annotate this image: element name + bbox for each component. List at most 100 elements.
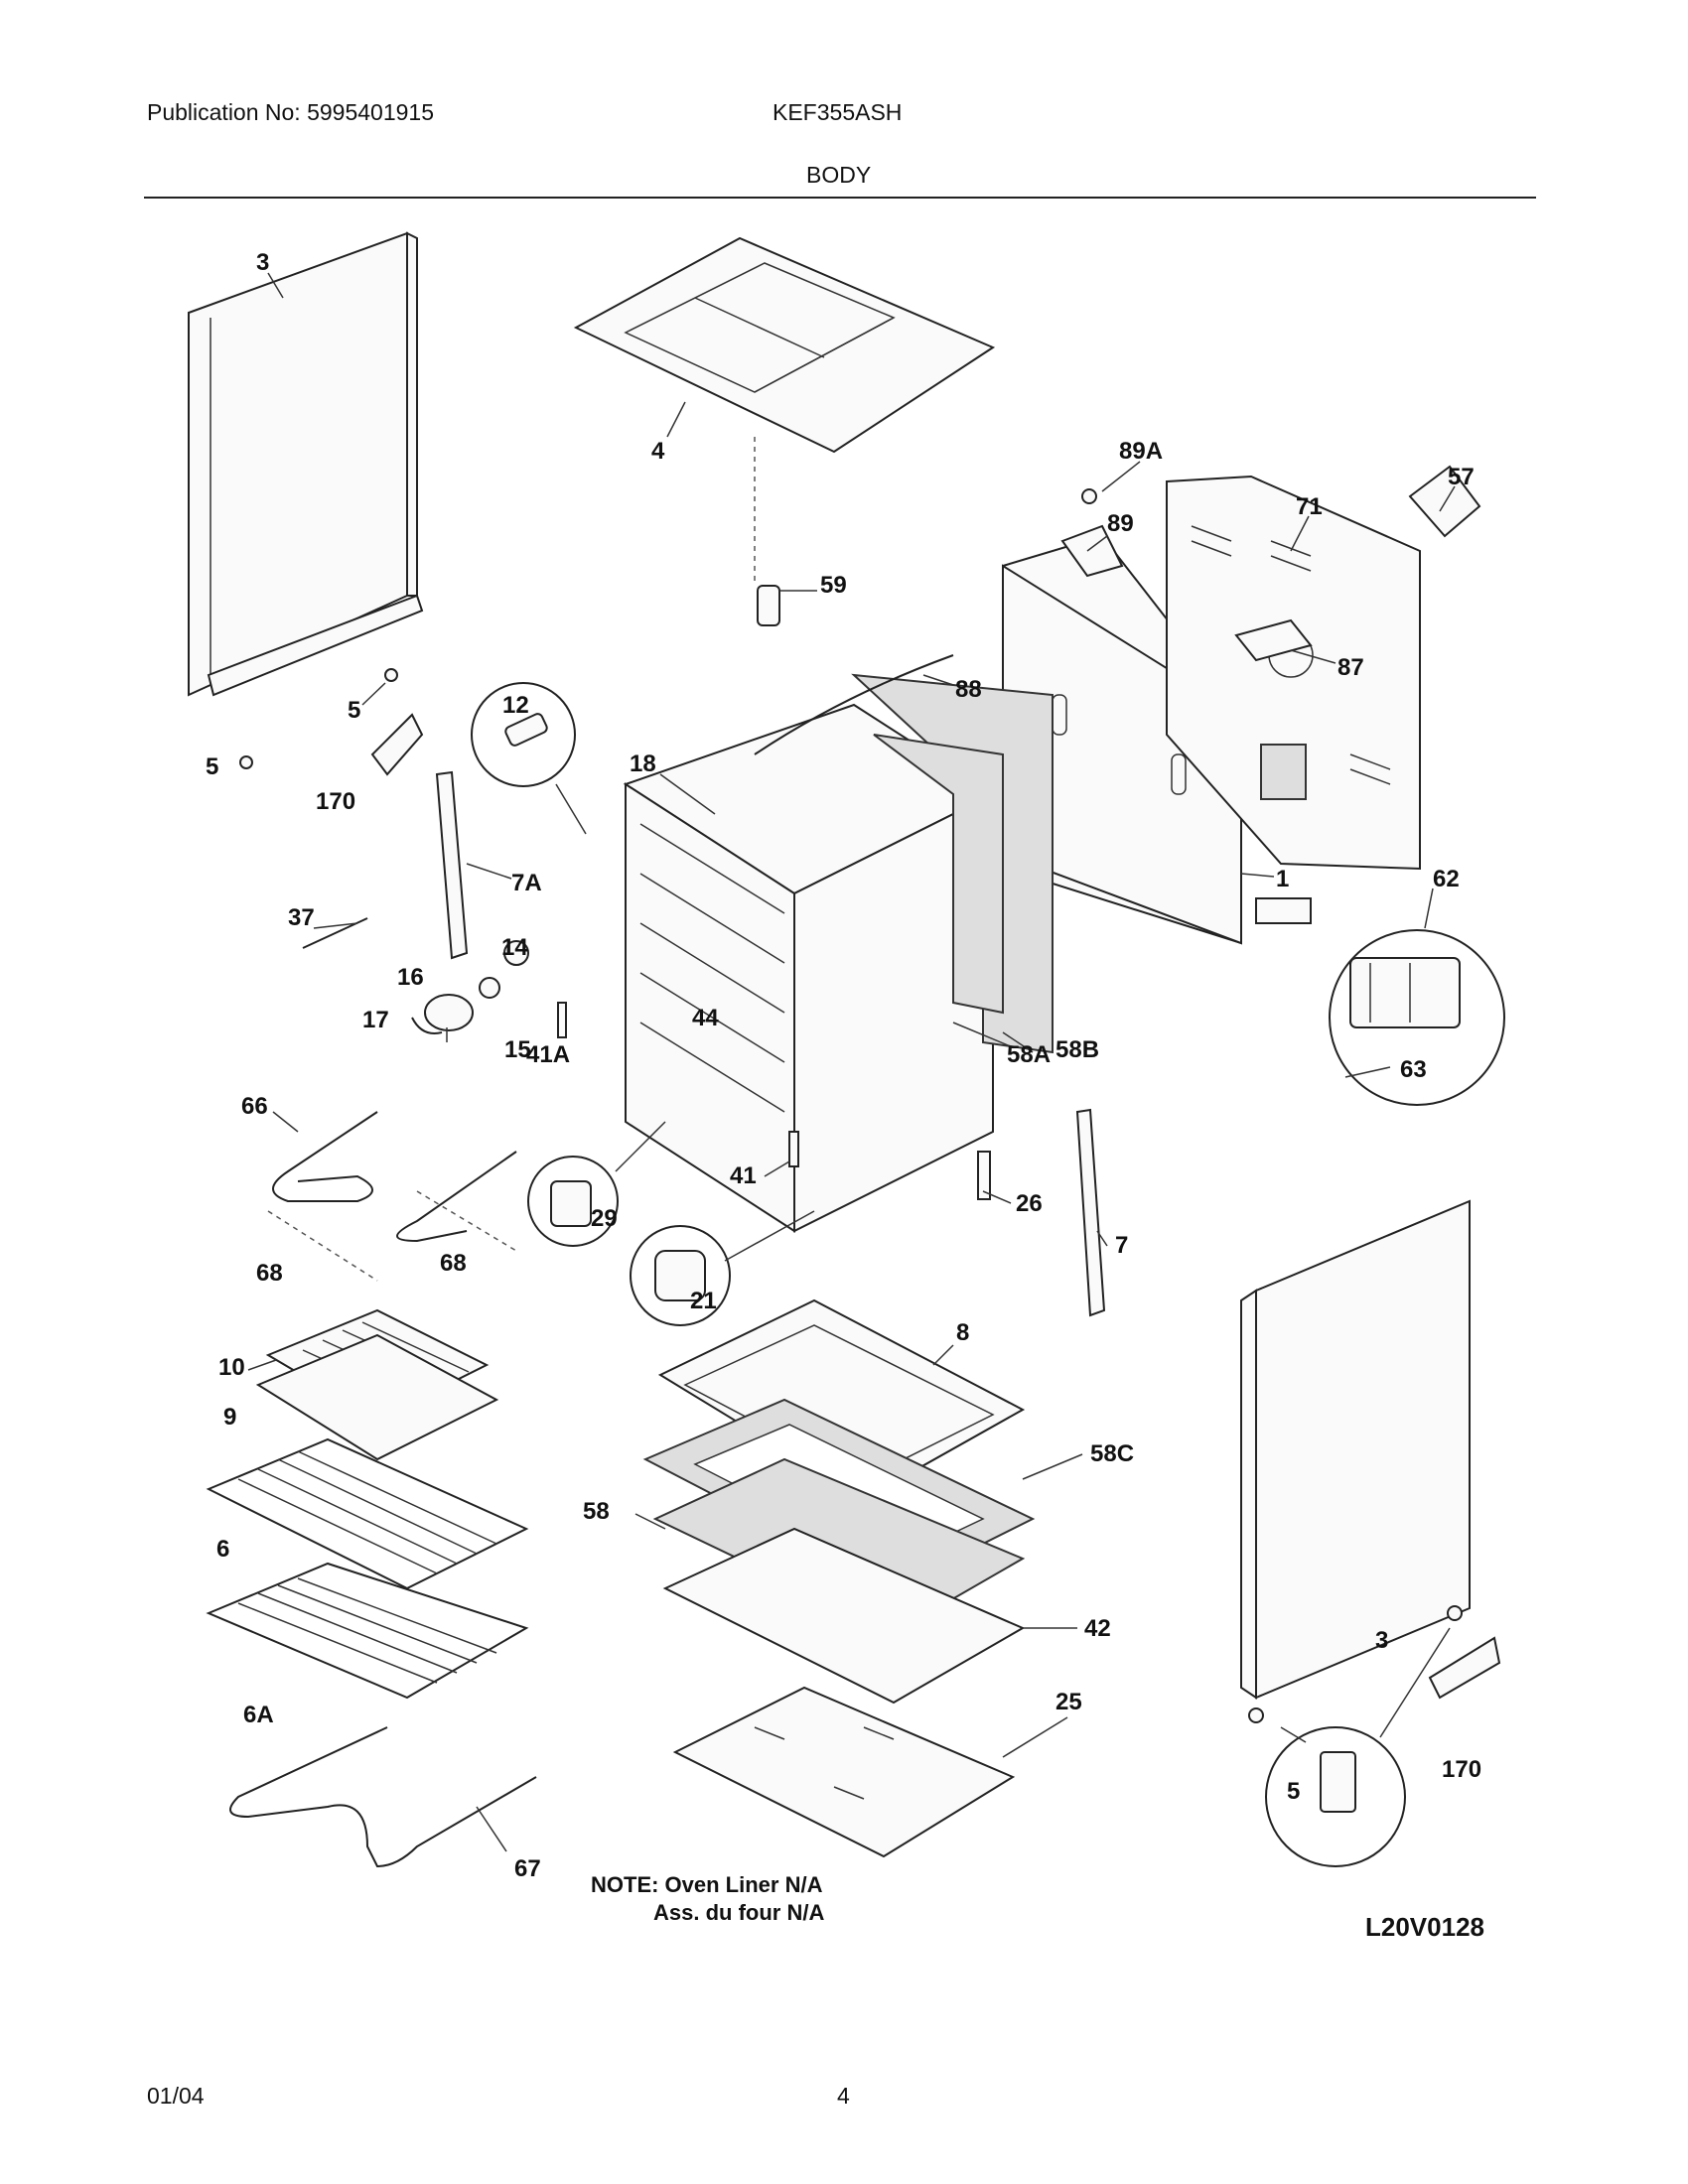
callout-7a: 7A — [511, 870, 542, 896]
callout-41: 41 — [730, 1162, 757, 1189]
callout-3a: 3 — [256, 249, 269, 276]
callout-58a: 58A — [1007, 1041, 1051, 1068]
right-side-panel — [1240, 1199, 1471, 1700]
callout-4: 4 — [651, 438, 665, 465]
screw-5b — [239, 755, 253, 769]
lamp-socket-14 — [503, 940, 529, 966]
callout-58c: 58C — [1090, 1440, 1134, 1467]
lamp-cover-16 — [424, 994, 474, 1031]
callout-89a: 89A — [1119, 438, 1163, 465]
rear-cover — [1166, 475, 1421, 871]
leader-lines — [247, 272, 1456, 1852]
callout-87: 87 — [1337, 654, 1364, 681]
inset-62 — [1329, 929, 1505, 1106]
inset-5 — [1265, 1627, 1451, 1867]
callout-18: 18 — [630, 751, 656, 777]
callout-57: 57 — [1448, 464, 1475, 490]
callout-71: 71 — [1296, 493, 1323, 520]
callout-67: 67 — [514, 1855, 541, 1882]
callout-9: 9 — [223, 1404, 236, 1431]
screw-5a — [384, 668, 398, 682]
callout-10: 10 — [218, 1354, 245, 1381]
callout-12: 12 — [502, 692, 529, 719]
callout-68a: 68 — [256, 1260, 283, 1287]
inset-21 — [630, 1210, 815, 1326]
callout-5b: 5 — [206, 753, 218, 780]
callout-62: 62 — [1433, 866, 1460, 892]
screw-5d — [1447, 1605, 1463, 1621]
clip-89a — [1081, 488, 1097, 504]
model-number: KEF355ASH — [773, 99, 903, 125]
callout-1: 1 — [1276, 866, 1289, 892]
note-line-1: NOTE: Oven Liner N/A — [591, 1872, 823, 1897]
callout-170b: 170 — [1442, 1756, 1481, 1783]
callout-29: 29 — [591, 1205, 618, 1232]
callout-41a: 41A — [526, 1041, 570, 1068]
callout-8: 8 — [956, 1319, 969, 1346]
bake-element-67 — [229, 1726, 537, 1868]
bracket-26 — [977, 1151, 991, 1200]
callout-59: 59 — [820, 572, 847, 599]
note-line-2: Ass. du four N/A — [653, 1900, 824, 1925]
callout-88: 88 — [955, 676, 982, 703]
wire-68a — [267, 1210, 378, 1282]
callout-58: 58 — [583, 1498, 610, 1525]
oven-rack-6a — [206, 1562, 529, 1700]
diagram-code: L20V0128 — [1365, 1912, 1484, 1942]
wire-68b — [416, 1190, 517, 1252]
callout-21: 21 — [690, 1288, 717, 1314]
bottom-panel-25 — [672, 1686, 1016, 1858]
screw-5c — [1248, 1707, 1264, 1723]
header-rule — [144, 197, 1536, 199]
bracket-170a — [370, 713, 424, 776]
terminal-block-62 — [1255, 897, 1312, 924]
oven-frame — [623, 673, 1054, 1233]
callout-5c: 5 — [1287, 1778, 1300, 1805]
callout-7: 7 — [1115, 1232, 1128, 1259]
callout-5a: 5 — [348, 697, 360, 724]
callout-15: 15 — [504, 1036, 531, 1063]
bracket-170b — [1428, 1636, 1501, 1700]
section-title: BODY — [806, 162, 872, 188]
bracket-41 — [788, 1131, 799, 1167]
callout-labels: 3 4 89A 57 89 71 59 87 88 5 12 5 170 18 … — [206, 249, 1481, 1882]
wire-88 — [754, 654, 954, 755]
callout-170a: 170 — [316, 788, 355, 815]
footer-date: 01/04 — [147, 2083, 205, 2109]
bracket-89 — [1060, 524, 1124, 578]
page-number: 4 — [837, 2083, 850, 2109]
callout-58b: 58B — [1055, 1036, 1099, 1063]
callout-26: 26 — [1016, 1190, 1043, 1217]
callout-42: 42 — [1084, 1615, 1111, 1642]
callout-63: 63 — [1400, 1056, 1427, 1083]
callout-14: 14 — [501, 934, 528, 961]
callout-68b: 68 — [440, 1250, 467, 1277]
plate-57 — [1408, 465, 1481, 538]
callout-25: 25 — [1055, 1689, 1082, 1715]
callout-89: 89 — [1107, 510, 1134, 537]
inset-12 — [471, 682, 587, 835]
publication-number: Publication No: 5995401915 — [147, 99, 435, 125]
rail-7a — [435, 770, 469, 960]
left-side-panel — [188, 231, 424, 697]
top-panel — [573, 236, 996, 454]
inset-29 — [527, 1121, 666, 1247]
callout-17: 17 — [362, 1007, 389, 1033]
bracket-41a — [557, 1002, 567, 1038]
broil-element-66 — [272, 1111, 378, 1202]
rail-7 — [1075, 1108, 1106, 1317]
callout-37: 37 — [288, 904, 315, 931]
callout-66: 66 — [241, 1093, 268, 1120]
callout-6a: 6A — [243, 1702, 274, 1728]
oven-rack-6 — [206, 1437, 529, 1590]
callout-3b: 3 — [1375, 1627, 1388, 1654]
bake-element-segment — [396, 1151, 517, 1243]
broiler-pan-9 — [255, 1333, 499, 1461]
callout-6: 6 — [216, 1536, 229, 1563]
callout-16: 16 — [397, 964, 424, 991]
lamp-15 — [479, 977, 500, 999]
callout-44: 44 — [692, 1005, 719, 1031]
clip-17 — [411, 1017, 443, 1034]
plug-59 — [757, 585, 780, 626]
